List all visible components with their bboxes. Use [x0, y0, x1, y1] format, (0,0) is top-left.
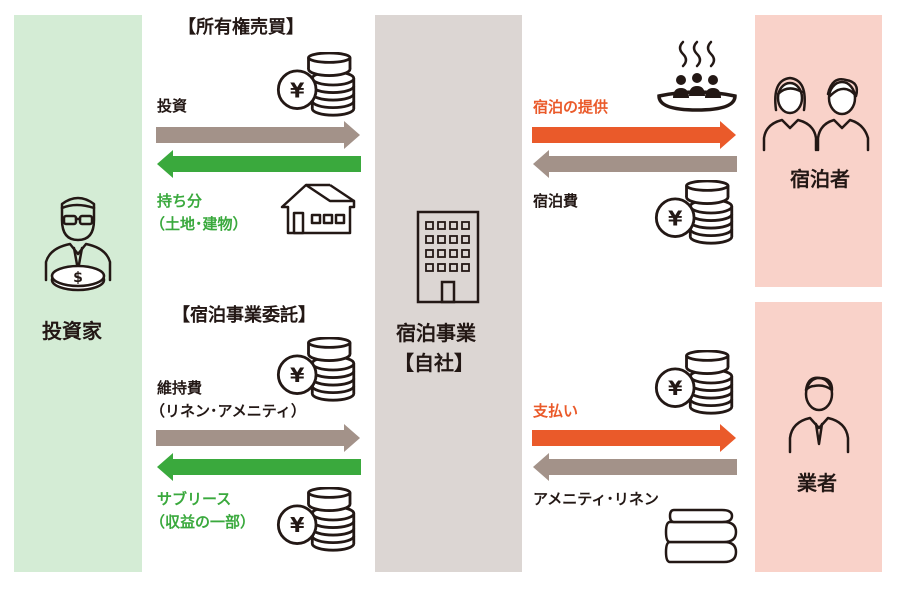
share-label-1: 持ち分: [157, 192, 203, 210]
svg-text:$: $: [73, 270, 83, 286]
sublease-arrow: [157, 453, 361, 481]
yen-coins-icon: [274, 52, 360, 118]
share-arrow: [157, 150, 361, 178]
provide-lodging-arrow: [532, 121, 736, 149]
ownership-title: 【所有権売買】: [178, 17, 304, 38]
investor-with-coin-icon: $: [44, 196, 112, 292]
guest-label: 宿泊者: [790, 167, 850, 191]
house-icon: [280, 183, 356, 235]
yen-coins-icon: [652, 180, 738, 246]
investor-panel: [14, 15, 142, 572]
provide-lodging-label: 宿泊の提供: [533, 98, 609, 116]
hot-spring-icon: [657, 40, 737, 112]
yen-coins-icon: [274, 487, 360, 553]
yen-coins-icon: [274, 337, 360, 403]
guests-icon: [762, 76, 870, 152]
share-label-2: （土地･建物）: [150, 215, 248, 233]
hotel-business-label: 宿泊事業: [396, 321, 476, 345]
own-company-label: 【自社】: [394, 351, 474, 375]
invest-label: 投資: [157, 97, 188, 115]
vendor-label: 業者: [797, 471, 837, 495]
sublease-label-2: （収益の一部）: [150, 513, 256, 531]
investor-label: 投資家: [42, 319, 102, 343]
maintenance-label-1: 維持費: [157, 379, 203, 397]
amenity-linen-label: アメニティ･リネン: [533, 490, 659, 508]
building-icon: [416, 210, 480, 304]
hotel-business-panel: [375, 15, 522, 572]
consignment-title: 【宿泊事業委託】: [172, 305, 316, 326]
invest-arrow: [156, 121, 360, 149]
towels-icon: [664, 508, 738, 564]
maintenance-arrow: [156, 424, 360, 452]
lodging-fee-arrow: [533, 150, 737, 178]
payment-arrow: [532, 424, 736, 452]
maintenance-label-2: （リネン･アメニティ）: [150, 402, 306, 420]
sublease-label-1: サブリース: [157, 490, 232, 508]
vendor-icon: [788, 376, 850, 454]
payment-label: 支払い: [533, 402, 579, 420]
amenity-linen-arrow: [533, 453, 737, 481]
yen-coins-icon: [652, 350, 738, 416]
lodging-fee-label: 宿泊費: [533, 192, 579, 210]
